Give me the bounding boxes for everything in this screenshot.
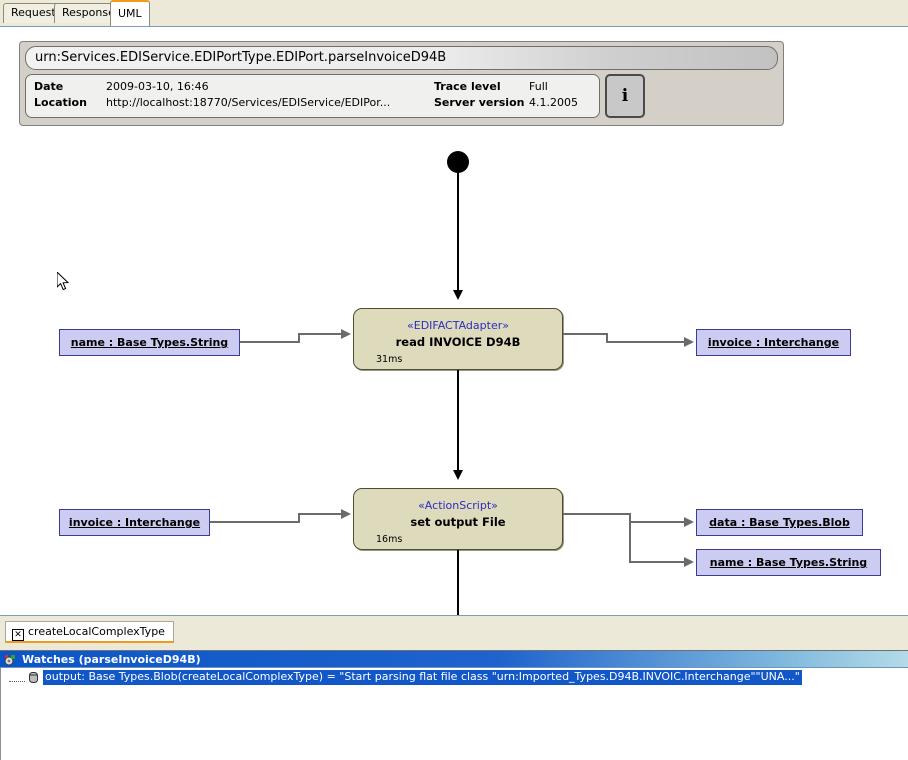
server-version-label: Server version bbox=[434, 96, 525, 109]
activity-node-set-output-file[interactable]: «ActionScript» set output File 16ms bbox=[353, 488, 563, 550]
edge-output1-v bbox=[606, 333, 608, 343]
edge-output2-h1 bbox=[563, 513, 631, 515]
trace-info-panel: Date 2009-03-10, 16:46 Location http://l… bbox=[25, 74, 600, 118]
initial-node-icon bbox=[447, 151, 469, 173]
activity2-duration: 16ms bbox=[376, 534, 403, 545]
watches-panel: Watches (parseInvoiceD94B) output: Base … bbox=[0, 650, 908, 760]
activity2-name: set output File bbox=[410, 515, 506, 529]
edge-output1-h2 bbox=[606, 341, 686, 343]
arrowhead-input2 bbox=[341, 509, 351, 519]
edge-output2a-h bbox=[629, 521, 686, 523]
edge-output2-fork-v bbox=[629, 513, 631, 563]
watches-left-border bbox=[0, 668, 1, 760]
edge-input1-h2 bbox=[298, 333, 343, 335]
activity-node-read-invoice[interactable]: «EDIFACTAdapter» read INVOICE D94B 31ms bbox=[353, 308, 563, 370]
activity1-duration: 31ms bbox=[376, 354, 403, 365]
object-node-output-name-string[interactable]: name : Base Types.String bbox=[696, 549, 881, 576]
tab-request[interactable]: Request bbox=[3, 3, 64, 23]
object-node-label: name : Base Types.String bbox=[709, 556, 868, 569]
arrowhead-output2a bbox=[684, 517, 694, 527]
tab-uml[interactable]: UML bbox=[110, 0, 150, 26]
tab-response[interactable]: Response bbox=[54, 3, 123, 23]
edge-input2-h2 bbox=[298, 513, 343, 515]
uml-diagram-canvas[interactable]: urn:Services.EDIService.EDIPortType.EDIP… bbox=[0, 26, 908, 615]
object-node-input-invoice-interchange[interactable]: invoice : Interchange bbox=[59, 509, 210, 536]
edge-output1-h1 bbox=[563, 333, 608, 335]
flow-edge-activity2-downward bbox=[457, 550, 459, 615]
edge-input1-v bbox=[298, 333, 300, 343]
edge-input2-v bbox=[298, 513, 300, 523]
arrowhead-output2b bbox=[684, 557, 694, 567]
flow-edge-activity1-to-activity2 bbox=[457, 370, 459, 475]
object-node-output-data-blob[interactable]: data : Base Types.Blob bbox=[696, 509, 863, 536]
object-node-label: data : Base Types.Blob bbox=[709, 516, 850, 529]
trace-header-card: urn:Services.EDIService.EDIPortType.EDIP… bbox=[19, 41, 784, 126]
trace-title: urn:Services.EDIService.EDIPortType.EDIP… bbox=[25, 46, 778, 70]
object-node-input-name-string[interactable]: name : Base Types.String bbox=[59, 329, 240, 356]
watches-gear-icon bbox=[4, 655, 15, 666]
activity2-stereotype: «ActionScript» bbox=[418, 499, 498, 512]
arrowhead-into-activity2 bbox=[453, 470, 463, 480]
bottom-tab-createlocalcomplextype[interactable]: ✕ createLocalComplexType bbox=[5, 621, 174, 643]
watch-expression-text: output: Base Types.Blob(createLocalCompl… bbox=[43, 670, 802, 685]
date-label: Date bbox=[34, 80, 64, 93]
activity1-stereotype: «EDIFACTAdapter» bbox=[407, 319, 509, 332]
flow-edge-start-to-activity1 bbox=[457, 173, 459, 295]
arrowhead-into-activity1 bbox=[453, 290, 463, 300]
location-value: http://localhost:18770/Services/EDIServi… bbox=[106, 96, 391, 109]
object-node-label: name : Base Types.String bbox=[70, 336, 229, 349]
edge-input1-h1 bbox=[240, 341, 300, 343]
arrowhead-output1 bbox=[684, 337, 694, 347]
watch-list-item[interactable]: output: Base Types.Blob(createLocalCompl… bbox=[0, 670, 908, 685]
close-icon[interactable]: ✕ bbox=[12, 629, 24, 641]
trace-level-value: Full bbox=[529, 80, 548, 93]
activity1-name: read INVOICE D94B bbox=[395, 335, 521, 349]
edge-input2-h1 bbox=[210, 521, 300, 523]
bottom-tab-strip: ✕ createLocalComplexType bbox=[0, 615, 908, 650]
object-node-label: invoice : Interchange bbox=[68, 516, 201, 529]
object-node-label: invoice : Interchange bbox=[707, 336, 840, 349]
location-label: Location bbox=[34, 96, 87, 109]
arrowhead-input1 bbox=[341, 329, 351, 339]
variable-icon bbox=[29, 672, 38, 683]
object-node-output-invoice-interchange[interactable]: invoice : Interchange bbox=[696, 329, 851, 356]
info-button[interactable]: i bbox=[605, 74, 645, 118]
mouse-cursor-icon bbox=[57, 272, 70, 291]
tree-connector-line bbox=[9, 681, 25, 683]
watches-header: Watches (parseInvoiceD94B) bbox=[0, 651, 908, 668]
server-version-value: 4.1.2005 bbox=[529, 96, 578, 109]
watches-title: Watches (parseInvoiceD94B) bbox=[22, 653, 201, 666]
top-tab-strip: Request Response UML bbox=[0, 0, 908, 26]
date-value: 2009-03-10, 16:46 bbox=[106, 80, 209, 93]
trace-level-label: Trace level bbox=[434, 80, 501, 93]
edge-output2b-h bbox=[629, 561, 686, 563]
bottom-tab-label: createLocalComplexType bbox=[28, 625, 165, 638]
